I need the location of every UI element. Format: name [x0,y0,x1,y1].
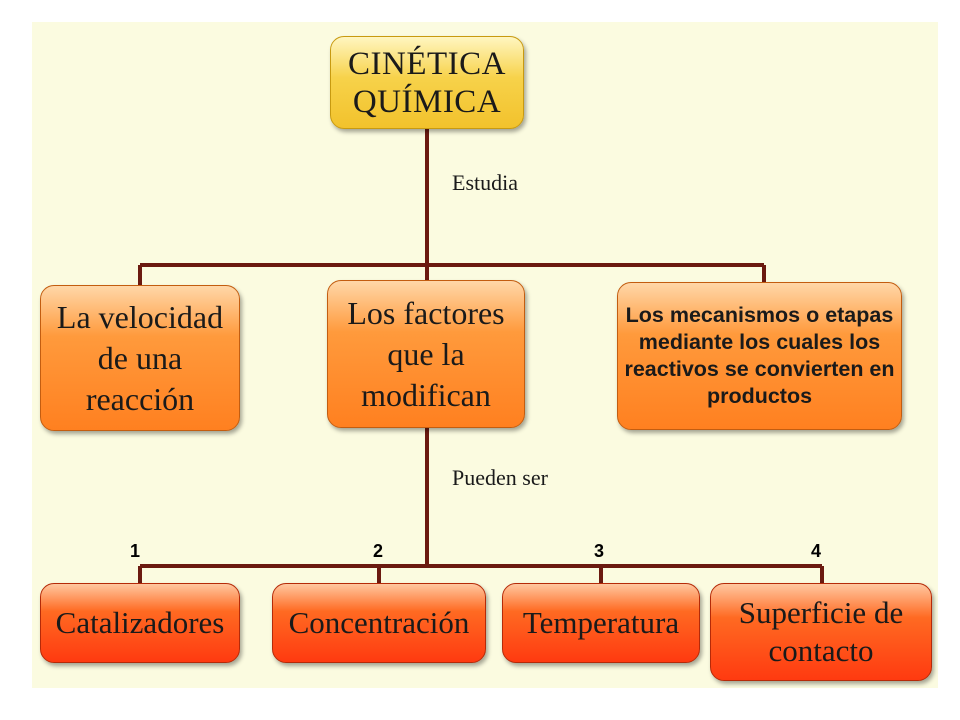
factor-number-1: 1 [130,541,141,561]
node-temperatura-label: Temperatura [522,605,680,640]
link-label-pueden-ser: Pueden ser [452,465,548,490]
root-node-cinetica-quimica: CINÉTICA QUÍMICA [330,36,524,129]
node-concentracion: Concentración [272,583,486,663]
node-velocidad-line3: reacción [85,380,195,417]
node-velocidad-line1: La velocidad [56,298,224,335]
node-superficie-line2: contacto [768,633,874,668]
root-title-line1: CINÉTICA [348,45,506,82]
node-catalizadores: Catalizadores [40,583,240,663]
node-velocidad-line2: de una [97,339,183,376]
node-factores-line1: Los factores [347,294,505,331]
factor-number-3: 3 [594,541,605,561]
node-factores-line2: que la [387,335,465,372]
node-velocidad: La velocidad de una reacción [40,285,240,431]
factor-number-4: 4 [811,541,822,561]
node-concentracion-label: Concentración [288,605,470,640]
node-mecanismos: Los mecanismos o etapas mediante los cua… [617,282,902,430]
node-mecanismos-line3: reactivos se convierten en [624,357,895,381]
node-mecanismos-line1: Los mecanismos o etapas [625,303,894,327]
node-superficie-line1: Superficie de [738,595,904,630]
node-mecanismos-line4: productos [706,384,813,408]
node-factores-line3: modifican [361,376,491,413]
node-superficie-contacto: Superficie de contacto [710,583,932,681]
node-temperatura: Temperatura [502,583,700,663]
node-catalizadores-label: Catalizadores [55,605,225,640]
node-factores: Los factores que la modifican [327,280,525,428]
link-label-estudia: Estudia [452,170,518,195]
node-mecanismos-line2: mediante los cuales los [638,330,881,354]
factor-number-2: 2 [373,541,384,561]
root-title-line2: QUÍMICA [352,83,502,120]
